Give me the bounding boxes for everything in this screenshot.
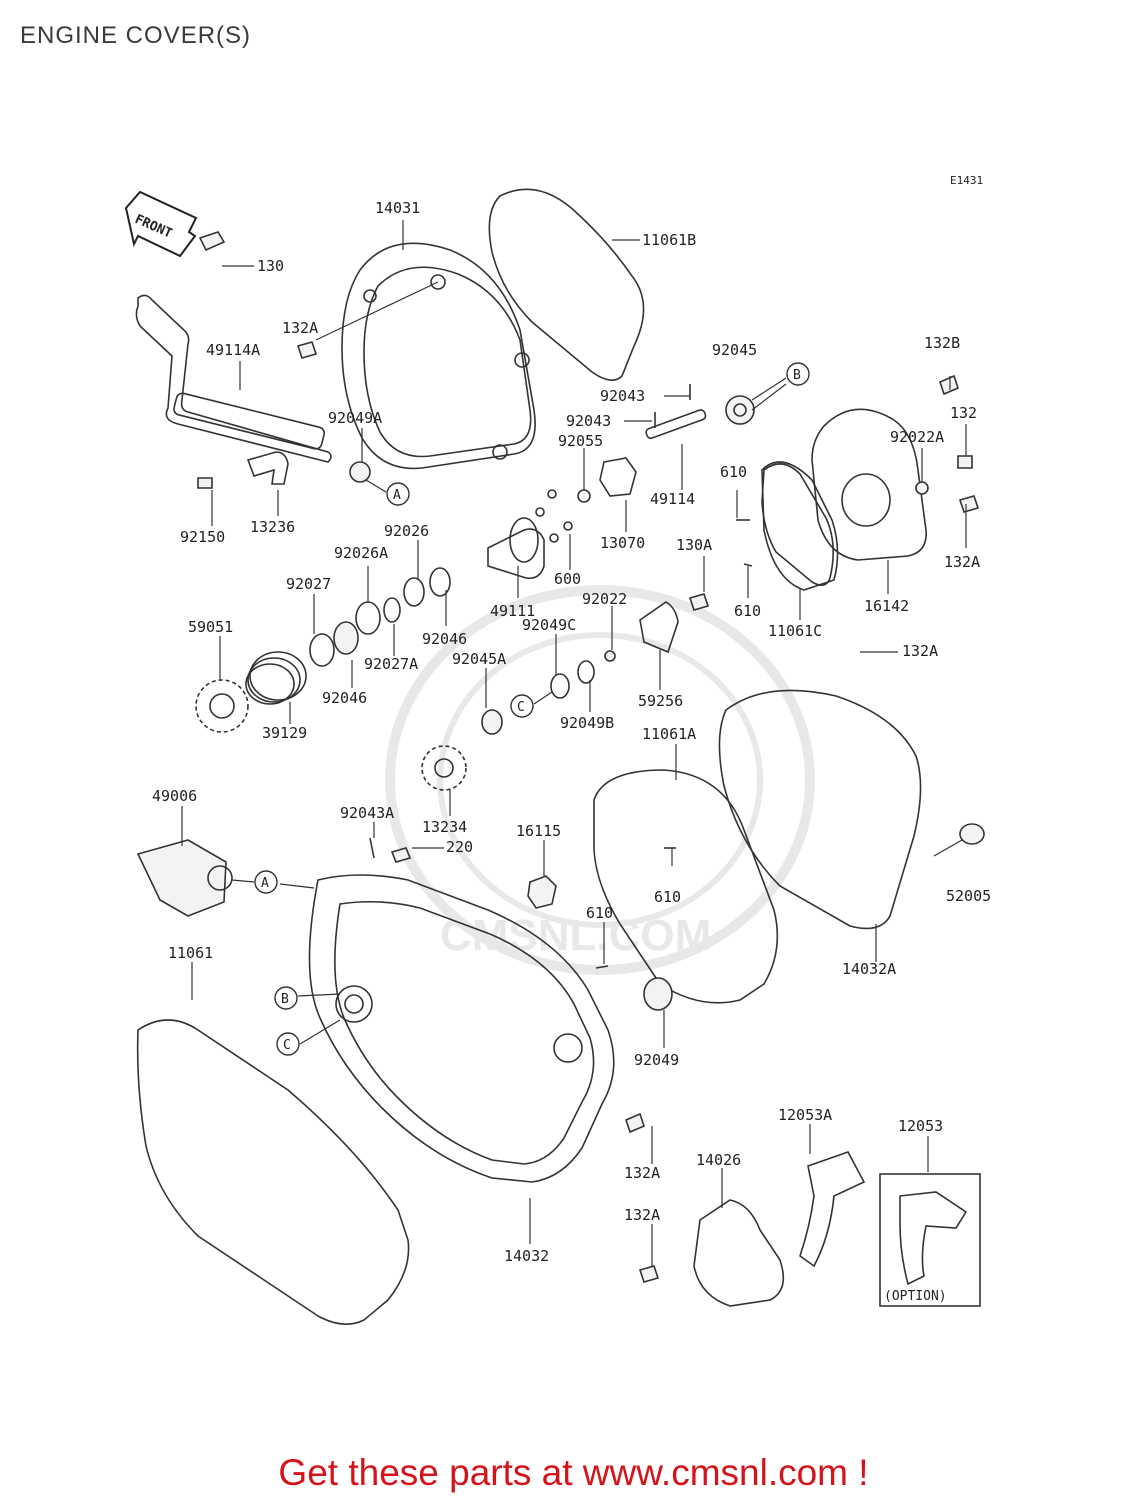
marker-b-1: B: [786, 362, 810, 386]
gasket-11061a: [593, 769, 779, 1004]
part-label: 92049C: [522, 616, 576, 634]
part-label: 12053: [898, 1117, 943, 1135]
part-label: 59256: [638, 692, 683, 710]
part-label: 14031: [375, 199, 420, 217]
part-label: 12053A: [778, 1106, 832, 1124]
part-label: 132A: [902, 642, 938, 660]
leader-lines: [181, 220, 967, 1266]
part-label: 610: [734, 602, 761, 620]
part-label: 39129: [262, 724, 307, 742]
clutch-cover: [296, 242, 536, 470]
part-labels: 14031 11061B 130 132A 49114A 92049A 9215…: [152, 199, 991, 1265]
part-label: 92022A: [890, 428, 944, 446]
option-label: (OPTION): [884, 1289, 947, 1304]
part-label: 11061C: [768, 622, 822, 640]
part-label: 132B: [924, 334, 960, 352]
part-label: 220: [446, 838, 473, 856]
part-label: 92027: [286, 575, 331, 593]
part-label: 92026: [384, 522, 429, 540]
watermark-logo: CMSNL.COM: [385, 585, 815, 975]
svg-text:B: B: [793, 368, 801, 383]
part-label: 132A: [624, 1164, 660, 1182]
part-label: 92049: [634, 1051, 679, 1069]
marker-b-2: B: [274, 986, 298, 1010]
sprocket-guard: (OPTION): [638, 1151, 981, 1307]
part-label: 610: [586, 904, 613, 922]
part-label: 92022: [582, 590, 627, 608]
footer-cta[interactable]: Get these parts at www.cmsnl.com !: [278, 1452, 869, 1493]
marker-a-2: A: [254, 870, 278, 894]
watermark-text: CMSNL.COM: [440, 911, 711, 960]
part-label: 92043A: [340, 804, 394, 822]
part-label: 92027A: [364, 655, 418, 673]
reed-valve: [136, 837, 412, 917]
part-label: 92045: [712, 341, 757, 359]
part-label: 49111: [490, 602, 535, 620]
gasket-11061b: [488, 188, 645, 381]
part-label: 92045A: [452, 650, 506, 668]
svg-text:B: B: [281, 992, 289, 1007]
front-arrow-icon: FRONT: [124, 190, 198, 258]
part-label: 92046: [422, 630, 467, 648]
svg-text:A: A: [393, 488, 401, 503]
part-label: 92043: [566, 412, 611, 430]
part-label: 59051: [188, 618, 233, 636]
marker-c-2: C: [276, 1032, 300, 1056]
svg-text:C: C: [283, 1038, 291, 1053]
part-label: 13236: [250, 518, 295, 536]
part-label: 92055: [558, 432, 603, 450]
part-label: 92046: [322, 689, 367, 707]
cover-14032a: [718, 689, 922, 930]
part-label: 132A: [624, 1206, 660, 1224]
svg-text:C: C: [517, 700, 525, 715]
water-pump-parts: [349, 384, 755, 580]
crankcase-cover: [308, 874, 673, 1183]
water-pump-cover: [688, 374, 980, 611]
part-label: 132A: [944, 553, 980, 571]
part-label: 13070: [600, 534, 645, 552]
part-label: 610: [654, 888, 681, 906]
part-label: 49114: [650, 490, 695, 508]
gasket-11061: [136, 1019, 410, 1325]
reference-markers: A A B B C C: [254, 362, 810, 1056]
part-label: 610: [720, 463, 747, 481]
part-label: 14032: [504, 1247, 549, 1265]
part-label: 92026A: [334, 544, 388, 562]
kickstarter-parts: [195, 567, 679, 791]
marker-c-1: C: [510, 694, 534, 718]
part-label: 130: [257, 257, 284, 275]
gasket-11061c: [761, 463, 834, 586]
part-label: 92043: [600, 387, 645, 405]
part-label: 14032A: [842, 960, 896, 978]
part-label: 132: [950, 404, 977, 422]
part-label: 132A: [282, 319, 318, 337]
part-label: 49006: [152, 787, 197, 805]
part-label: 52005: [946, 887, 991, 905]
svg-text:A: A: [261, 876, 269, 891]
part-label: 600: [554, 570, 581, 588]
option-box: [879, 1173, 981, 1307]
oil-seal-52005: [959, 823, 985, 845]
diagram-code: E1431: [950, 174, 983, 187]
part-label: 92150: [180, 528, 225, 546]
part-label: 14026: [696, 1151, 741, 1169]
page-title: ENGINE COVER(S): [20, 22, 252, 49]
part-label: 11061A: [642, 725, 696, 743]
part-label: 92049A: [328, 409, 382, 427]
part-label: 130A: [676, 536, 712, 554]
part-label: 92049B: [560, 714, 614, 732]
part-label: 11061B: [642, 231, 696, 249]
part-label: 13234: [422, 818, 467, 836]
part-label: 16115: [516, 822, 561, 840]
part-label: 11061: [168, 944, 213, 962]
marker-a-1: A: [386, 482, 410, 506]
part-label: 16142: [864, 597, 909, 615]
shift-shaft-assembly: [135, 231, 332, 489]
part-label: 49114A: [206, 341, 260, 359]
